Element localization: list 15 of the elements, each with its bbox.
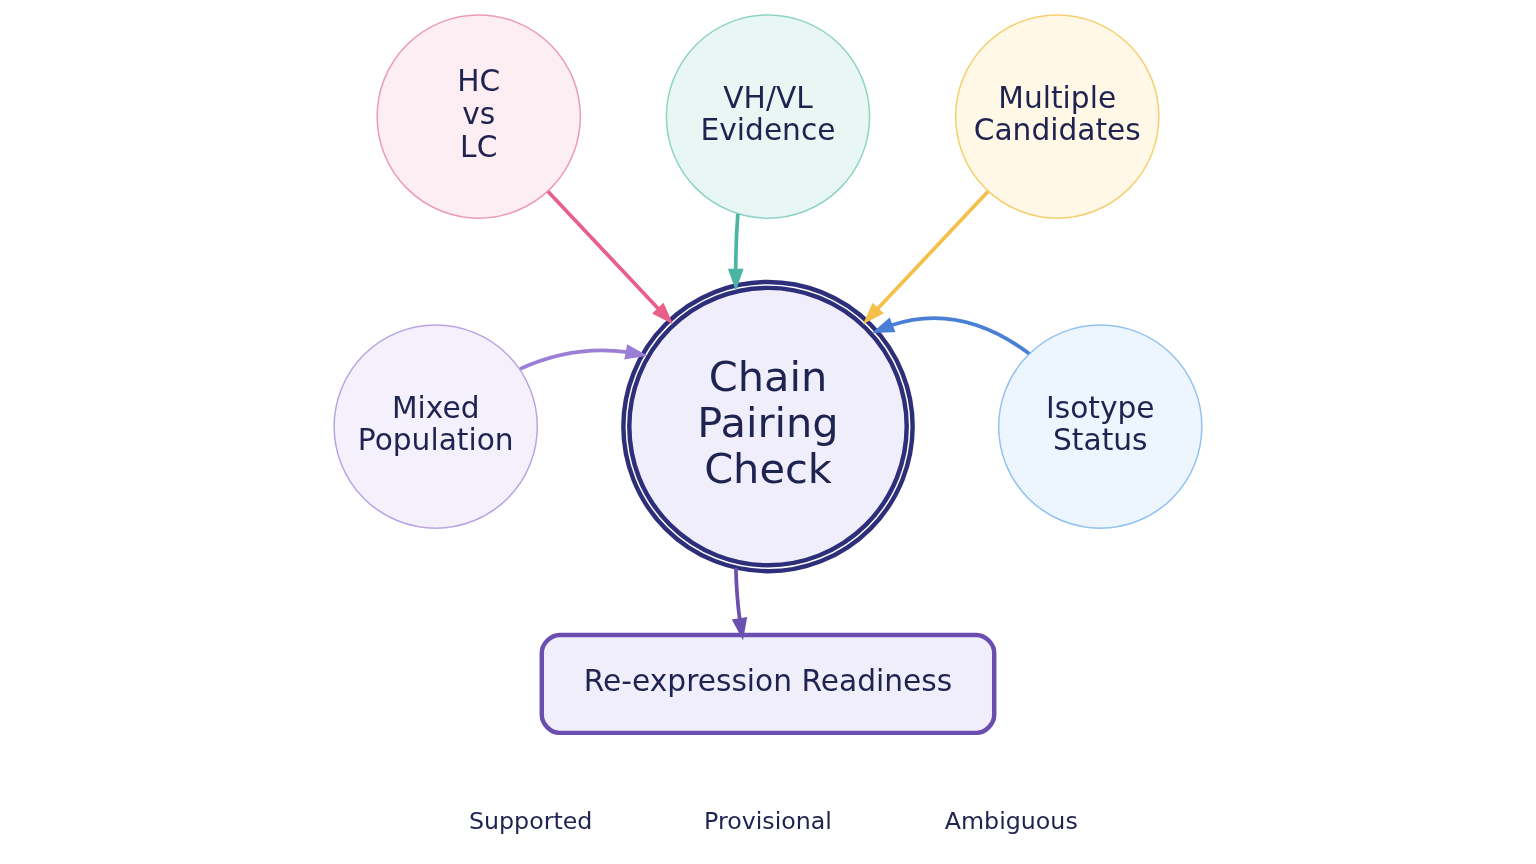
node-circle: HC vs LC: [376, 13, 582, 219]
node-circle: VH/VL Evidence: [665, 13, 871, 219]
node-circle: Mixed Population: [333, 323, 539, 529]
arrow: [862, 189, 990, 324]
node-box: Re-expression Readiness: [539, 632, 997, 735]
arrow: [731, 567, 748, 640]
node-circle: Multiple Candidates: [954, 13, 1160, 219]
arrow: [546, 189, 674, 324]
arrow: [519, 343, 648, 371]
legend-label: Ambiguous: [944, 806, 1078, 835]
arrow: [871, 315, 1031, 355]
arrow: [727, 213, 744, 291]
node-circle: Isotype Status: [997, 323, 1203, 529]
legend-label: Provisional: [704, 806, 832, 835]
legend-label: Supported: [468, 806, 593, 835]
